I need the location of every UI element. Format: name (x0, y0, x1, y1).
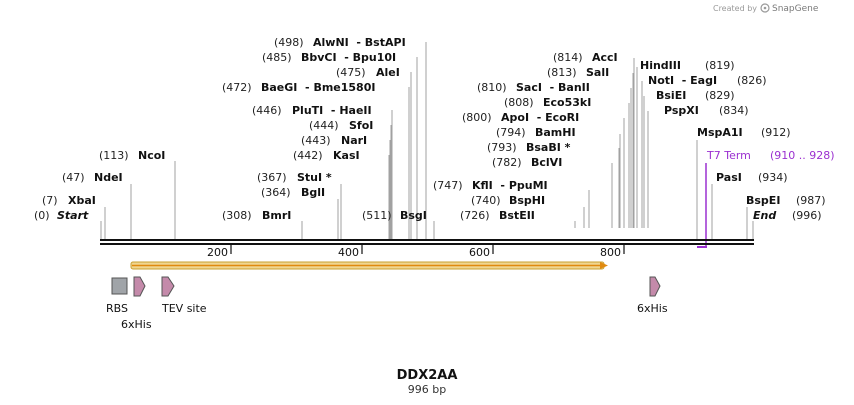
site-label-stui: StuI * (297, 171, 332, 184)
site-pos: (793) (487, 141, 517, 154)
site-pos: (747) (433, 179, 463, 192)
feature-label-6xhis-c: 6xHis (637, 302, 668, 315)
site-pos: (782) (492, 156, 522, 169)
site-label-kasi: KasI (333, 149, 360, 162)
site-pos: (446) (252, 104, 282, 117)
site-label-bsphi: BspHI (509, 194, 545, 207)
site-label-pasi: PasI (716, 171, 742, 184)
site-pos: (475) (336, 66, 366, 79)
site-label-pspxi: PspXI (664, 104, 699, 117)
site-pos: (996) (792, 209, 822, 222)
site-label-bsiei: BsiEI (656, 89, 686, 102)
site-pos: (7) (42, 194, 58, 207)
site-label-eco53ki: Eco53kI (543, 96, 591, 109)
site-label-bclvi: BclVI (531, 156, 562, 169)
site-label-nari: NarI (341, 134, 367, 147)
site-pos: (912) (761, 126, 791, 139)
6xhis-arrow-icon (133, 276, 146, 297)
site-label-bmri: BmrI (262, 209, 291, 222)
site-pos: (740) (471, 194, 501, 207)
site-pos: (443) (301, 134, 331, 147)
site-pos: (0) (34, 209, 50, 222)
site-label-sfoi: SfoI (349, 119, 373, 132)
site-label-ncoi: NcoI (138, 149, 165, 162)
site-pos: (934) (758, 171, 788, 184)
site-label-bsteii: BstEII (499, 209, 535, 222)
site-pos: (47) (62, 171, 85, 184)
site-label-noti-eagi: NotI - EagI (648, 74, 717, 87)
feature-range-t7-term: (910 .. 928) (770, 149, 835, 162)
site-label-end: End (753, 209, 776, 222)
site-pos: (819) (705, 59, 735, 72)
site-pos: (826) (737, 74, 767, 87)
site-pos: (808) (504, 96, 534, 109)
site-label-bbvci-bpu10i: BbvCI - Bpu10I (301, 51, 396, 64)
credit-brand: SnapGene (772, 4, 819, 14)
site-label-sali: SalI (586, 66, 609, 79)
t7-terminator-marker (697, 163, 707, 248)
feature-label-t7-term: T7 Term (706, 149, 751, 162)
tick-label: 200 (207, 246, 228, 259)
site-label-baegi-bme1580i: BaeGI - Bme1580I (261, 81, 375, 94)
tick-label: 600 (469, 246, 490, 259)
site-pos: (800) (462, 111, 492, 124)
6xhis-c-arrow-icon (649, 276, 661, 297)
site-pos: (834) (719, 104, 749, 117)
site-label-hindiii: HindIII (640, 59, 681, 72)
tev-site-arrow-icon (161, 276, 175, 297)
site-pos: (485) (262, 51, 292, 64)
svg-text:(0): (0) (34, 209, 50, 222)
site-pos: (444) (309, 119, 339, 132)
site-pos: (511) (362, 209, 392, 222)
site-label-start: Start (57, 209, 89, 222)
site-label-bsgi: BsgI (400, 209, 427, 222)
site-label-bgli: BglI (301, 186, 325, 199)
map-title: DDX2AA (397, 368, 458, 383)
site-pos: (987) (796, 194, 826, 207)
site-label-alwni-bstapi: AlwNI - BstAPI (313, 36, 406, 49)
site-connectors (100, 42, 754, 240)
site-pos: (829) (705, 89, 735, 102)
feature-label-rbs: RBS (106, 302, 128, 315)
site-label-saci-banii: SacI - BanII (516, 81, 590, 94)
orf-arrow (130, 261, 608, 270)
site-label-xbai: XbaI (68, 194, 96, 207)
site-pos: (810) (477, 81, 507, 94)
site-pos: (794) (496, 126, 526, 139)
site-pos: (813) (547, 66, 577, 79)
credit-prefix: Created by (713, 4, 757, 13)
feature-label-6xhis: 6xHis (121, 318, 152, 331)
site-pos: (113) (99, 149, 129, 162)
site-label-mspa1i: MspA1I (697, 126, 743, 139)
site-pos: (814) (553, 51, 583, 64)
rbs-box (111, 277, 128, 295)
site-pos: (472) (222, 81, 252, 94)
site-pos: (498) (274, 36, 304, 49)
site-label-pluti-haeii: PluTI - HaeII (292, 104, 372, 117)
site-label-bspei: BspEI (746, 194, 780, 207)
site-label-kfli-ppumi: KflI - PpuMI (472, 179, 548, 192)
site-label-acci: AccI (592, 51, 618, 64)
site-label-apoi-ecori: ApoI - EcoRI (501, 111, 579, 124)
site-pos: (364) (261, 186, 291, 199)
site-pos: (726) (460, 209, 490, 222)
tick-label: 400 (338, 246, 359, 259)
site-label-bsabi: BsaBI * (526, 141, 571, 154)
site-label-bamhi: BamHI (535, 126, 576, 139)
site-pos: (442) (293, 149, 323, 162)
feature-label-tev-site: TEV site (161, 302, 207, 315)
snapgene-logo-icon (760, 3, 770, 13)
tick-label: 800 (600, 246, 621, 259)
map-length: 996 bp (408, 383, 446, 396)
site-label-ndei: NdeI (94, 171, 123, 184)
dna-backbone (100, 239, 754, 245)
scale-ticks (230, 244, 625, 254)
site-pos: (367) (257, 171, 287, 184)
site-label-alei: AleI (376, 66, 400, 79)
site-pos: (308) (222, 209, 252, 222)
